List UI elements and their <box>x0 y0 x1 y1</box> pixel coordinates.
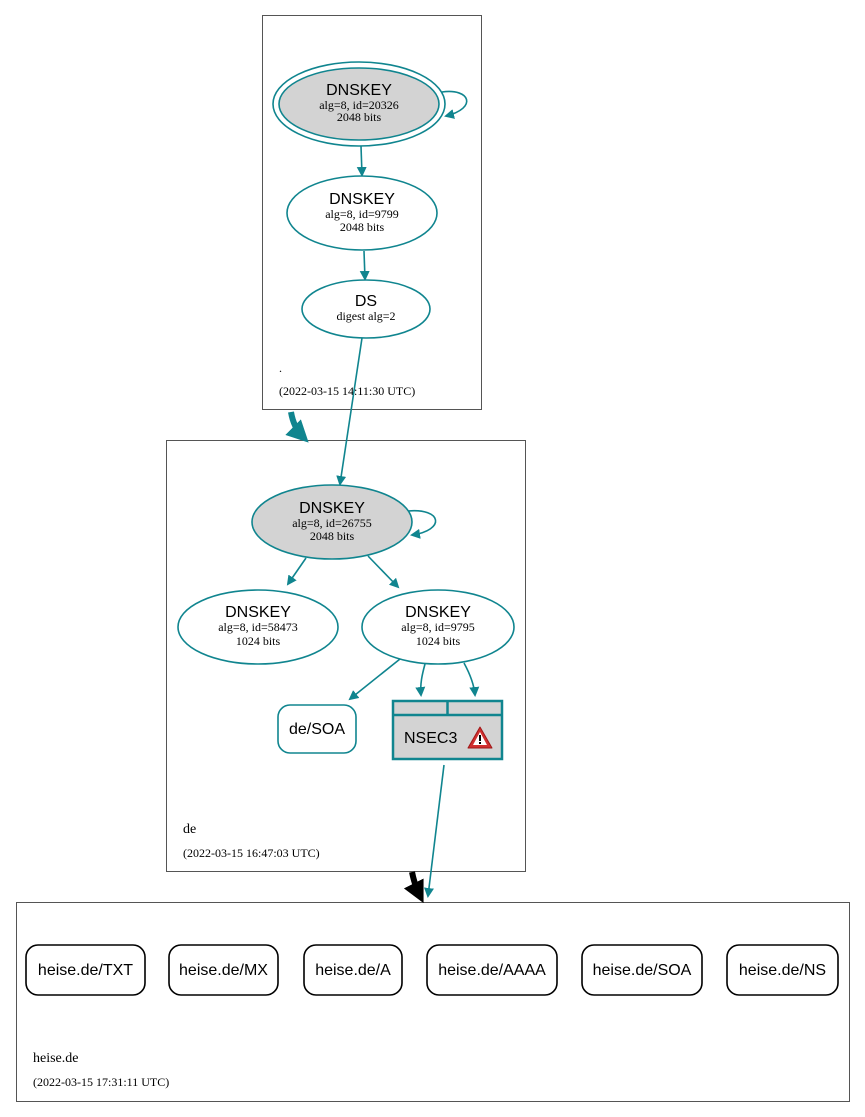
record-heise-ns[interactable]: heise.de/NS <box>726 944 839 996</box>
zone-name-de: de <box>183 822 196 837</box>
edge-zsk2-nsec3-b <box>463 662 480 697</box>
node-nsec3[interactable]: NSEC3 <box>391 699 504 761</box>
node-de-zsk1-line1: alg=8, id=58473 <box>218 620 298 634</box>
record-heise-txt[interactable]: heise.de/TXT <box>25 944 146 996</box>
node-de-zsk2[interactable]: DNSKEY alg=8, id=9795 1024 bits <box>361 589 515 665</box>
edge-delegation-de-heise <box>403 871 424 904</box>
record-label: heise.de/AAAA <box>438 962 546 979</box>
node-de-soa[interactable]: de/SOA <box>277 704 357 754</box>
node-root-zsk-title: DNSKEY <box>329 191 395 208</box>
node-root-zsk[interactable]: DNSKEY alg=8, id=9799 2048 bits <box>286 175 438 251</box>
node-de-zsk2-title: DNSKEY <box>405 604 471 621</box>
record-label: heise.de/A <box>315 962 391 979</box>
node-root-ksk-line2: 2048 bits <box>337 110 382 124</box>
node-de-soa-label: de/SOA <box>289 721 345 738</box>
node-root-zsk-line2: 2048 bits <box>340 220 385 234</box>
node-de-zsk1[interactable]: DNSKEY alg=8, id=58473 1024 bits <box>177 589 339 665</box>
edge-nsec3-heise <box>424 764 445 898</box>
record-label: heise.de/MX <box>179 962 268 979</box>
zone-box-heise <box>16 902 850 1102</box>
edge-ds-de-ksk <box>336 337 363 486</box>
edge-de-ksk-zsk1 <box>286 557 307 586</box>
node-root-zsk-line1: alg=8, id=9799 <box>325 207 399 221</box>
edge-root-ksk-zsk <box>356 145 367 177</box>
node-root-ds-title: DS <box>355 293 377 310</box>
edge-root-ksk-self <box>441 90 468 119</box>
node-root-ds-line1: digest alg=2 <box>336 309 395 323</box>
edge-delegation-root-de <box>285 411 309 443</box>
node-de-zsk2-line2: 1024 bits <box>416 634 461 648</box>
zone-timestamp-root: (2022-03-15 14:11:30 UTC) <box>279 384 415 398</box>
zone-timestamp-de: (2022-03-15 16:47:03 UTC) <box>183 846 320 860</box>
node-de-ksk-line1: alg=8, id=26755 <box>292 516 372 530</box>
node-nsec3-label: NSEC3 <box>404 730 457 747</box>
edge-zsk2-nsec3-a <box>415 663 426 697</box>
zone-name-heise: heise.de <box>33 1051 78 1066</box>
record-heise-soa[interactable]: heise.de/SOA <box>581 944 703 996</box>
node-de-zsk2-line1: alg=8, id=9795 <box>401 620 475 634</box>
record-label: heise.de/TXT <box>38 962 133 979</box>
edge-de-ksk-zsk2 <box>367 555 400 589</box>
node-root-ds[interactable]: DS digest alg=2 <box>301 279 431 339</box>
node-de-ksk[interactable]: DNSKEY alg=8, id=26755 2048 bits <box>251 484 413 560</box>
node-de-ksk-line2: 2048 bits <box>310 529 355 543</box>
edge-zsk2-soa <box>348 658 401 701</box>
zone-name-root: . <box>279 361 282 375</box>
node-root-ksk-line1: alg=8, id=20326 <box>319 98 399 112</box>
record-label: heise.de/SOA <box>593 962 692 979</box>
zone-box-root <box>262 15 482 410</box>
warning-triangle-icon <box>467 726 493 749</box>
record-label: heise.de/NS <box>739 962 826 979</box>
record-heise-mx[interactable]: heise.de/MX <box>168 944 279 996</box>
edge-root-zsk-ds <box>359 250 370 281</box>
node-de-zsk1-line2: 1024 bits <box>236 634 281 648</box>
zone-timestamp-heise: (2022-03-15 17:31:11 UTC) <box>33 1075 169 1089</box>
record-heise-a[interactable]: heise.de/A <box>303 944 403 996</box>
node-de-zsk1-title: DNSKEY <box>225 604 291 621</box>
record-heise-aaaa[interactable]: heise.de/AAAA <box>426 944 558 996</box>
node-root-ksk-title: DNSKEY <box>326 82 392 99</box>
edge-de-ksk-self <box>407 510 437 539</box>
node-de-ksk-title: DNSKEY <box>299 500 365 517</box>
node-root-ksk[interactable]: DNSKEY alg=8, id=20326 2048 bits <box>272 61 446 147</box>
